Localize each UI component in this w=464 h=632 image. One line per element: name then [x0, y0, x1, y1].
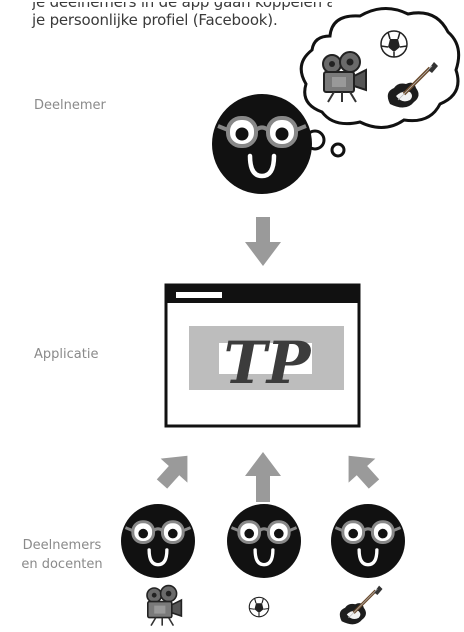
participant-label: Deelnemer: [34, 98, 106, 113]
application-label: Applicatie: [34, 347, 99, 362]
arrow-up: [245, 452, 281, 502]
soccer-ball-icon: [380, 30, 408, 58]
application-window: [164, 283, 361, 428]
app-logo-text: TP: [224, 329, 312, 397]
participant-avatar: [212, 94, 312, 194]
intro-line-2: je persoonlijke profiel (Facebook).: [32, 11, 278, 29]
arrow-down: [245, 217, 281, 266]
arrow-up-left: [148, 443, 201, 497]
film-camera-icon: [146, 584, 183, 627]
soccer-ball-icon: [248, 596, 270, 618]
electric-guitar-icon: [338, 584, 384, 626]
participant-avatar: [329, 502, 407, 580]
teacher-avatar: [225, 502, 303, 580]
intro-line-1-clipped: je deelnemers in de app gaan koppelen aa…: [32, 2, 332, 11]
intro-text: je deelnemers in de app gaan koppelen aa…: [32, 2, 332, 29]
participant-avatar: [119, 502, 197, 580]
arrow-up-right: [335, 443, 388, 497]
participants-teachers-label: Deelnemers en docenten: [21, 538, 103, 572]
